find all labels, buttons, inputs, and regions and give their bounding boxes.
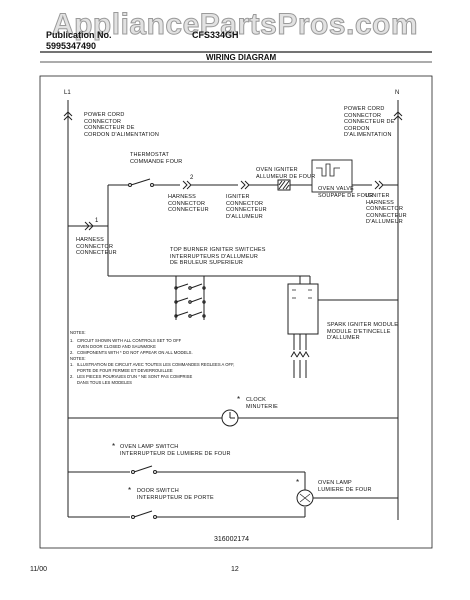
publication-label: Publication No.: [46, 30, 112, 40]
power-cord-connector-left-label: POWER CORD CONNECTOR CONNECTEUR DE CORDO…: [84, 112, 160, 138]
note-line: 1. CIRCUIT SHOWN WITH ALL CONTROLS SET T…: [70, 338, 182, 343]
thermostat-label: THERMOSTAT COMMANDE FOUR: [130, 152, 183, 165]
top-burner-switches-label: TOP BURNER IGNITER SWITCHES INTERRUPTEUR…: [170, 247, 266, 266]
oven-valve-label: OVEN VALVE SOUPAPE DE FOUR: [318, 186, 374, 199]
note-line: NOTES:: [70, 356, 86, 361]
door-switch-label: DOOR SWITCH INTERRUPTEUR DE PORTE: [137, 488, 214, 501]
part-number: 316002174: [214, 536, 250, 543]
notes-heading: NOTES:: [70, 330, 86, 335]
power-cord-connector-right-label: POWER CORD CONNECTOR CONNECTEUR DE CORDO…: [344, 106, 395, 138]
notes-list: 1. CIRCUIT SHOWN WITH ALL CONTROLS SET T…: [70, 338, 234, 386]
oven-lamp-asterisk: *: [296, 478, 300, 487]
oven-lamp-switch-label: OVEN LAMP SWITCH INTERRUPTEUR DE LUMIERE…: [120, 444, 231, 457]
clock-asterisk: *: [237, 395, 241, 404]
note-line: PORTE DE FOUR FERMEE ET DEVERROUILLEE: [70, 368, 173, 373]
door-switch-asterisk: *: [128, 486, 132, 495]
terminal-l1-label: L1: [64, 90, 71, 96]
harness-connector-mid-label: HARNESS CONNECTOR CONNECTEUR: [76, 237, 117, 256]
oven-igniter-label: OVEN IGNITER ALLUMEUR DE FOUR: [256, 167, 316, 180]
wire-number-2: 2: [190, 175, 194, 181]
diagram-title: WIRING DIAGRAM: [206, 53, 277, 62]
note-line: 2. LES PIECES POURVUES D'UN * NE SONT PA…: [70, 374, 193, 379]
footer-page-number: 12: [231, 566, 239, 573]
spark-igniter-module-label: SPARK IGNITER MODULE MODULE D'ETINCELLE …: [327, 322, 399, 341]
igniter-harness-connector-label: IGNITER HARNESS CONNECTOR CONNECTEUR D'A…: [366, 193, 407, 225]
clock-label: CLOCK MINUTERIE: [246, 397, 279, 410]
terminal-n-label: N: [395, 90, 400, 96]
note-line: 2. COMPONENTS WITH * DO NOT APPEAR ON AL…: [70, 350, 193, 355]
note-line: 1. ILLUSTRATION DE CIRCUIT AVEC TOUTES L…: [70, 362, 235, 367]
note-line: OVEN DOOR CLOSED AND SAUNMOKE: [70, 344, 156, 349]
watermark-logo: AppliancePartsPros.com: [51, 8, 419, 42]
oven-lamp-switch-asterisk: *: [112, 442, 116, 451]
publication-number: 5995347490: [46, 41, 97, 51]
wire-number-1: 1: [95, 218, 99, 224]
note-line: DANS TOUS LES MODELES: [70, 380, 132, 385]
igniter-connector-label: IGNITER CONNECTOR CONNECTEUR D'ALLUMEUR: [226, 194, 267, 220]
oven-lamp-label: OVEN LAMP LUMIERE DE FOUR: [318, 480, 372, 493]
harness-connector-top-label: HARNESS CONNECTOR CONNECTEUR: [168, 194, 209, 213]
model-number: CFS334GH: [192, 30, 239, 40]
footer-date: 11/00: [30, 566, 47, 573]
